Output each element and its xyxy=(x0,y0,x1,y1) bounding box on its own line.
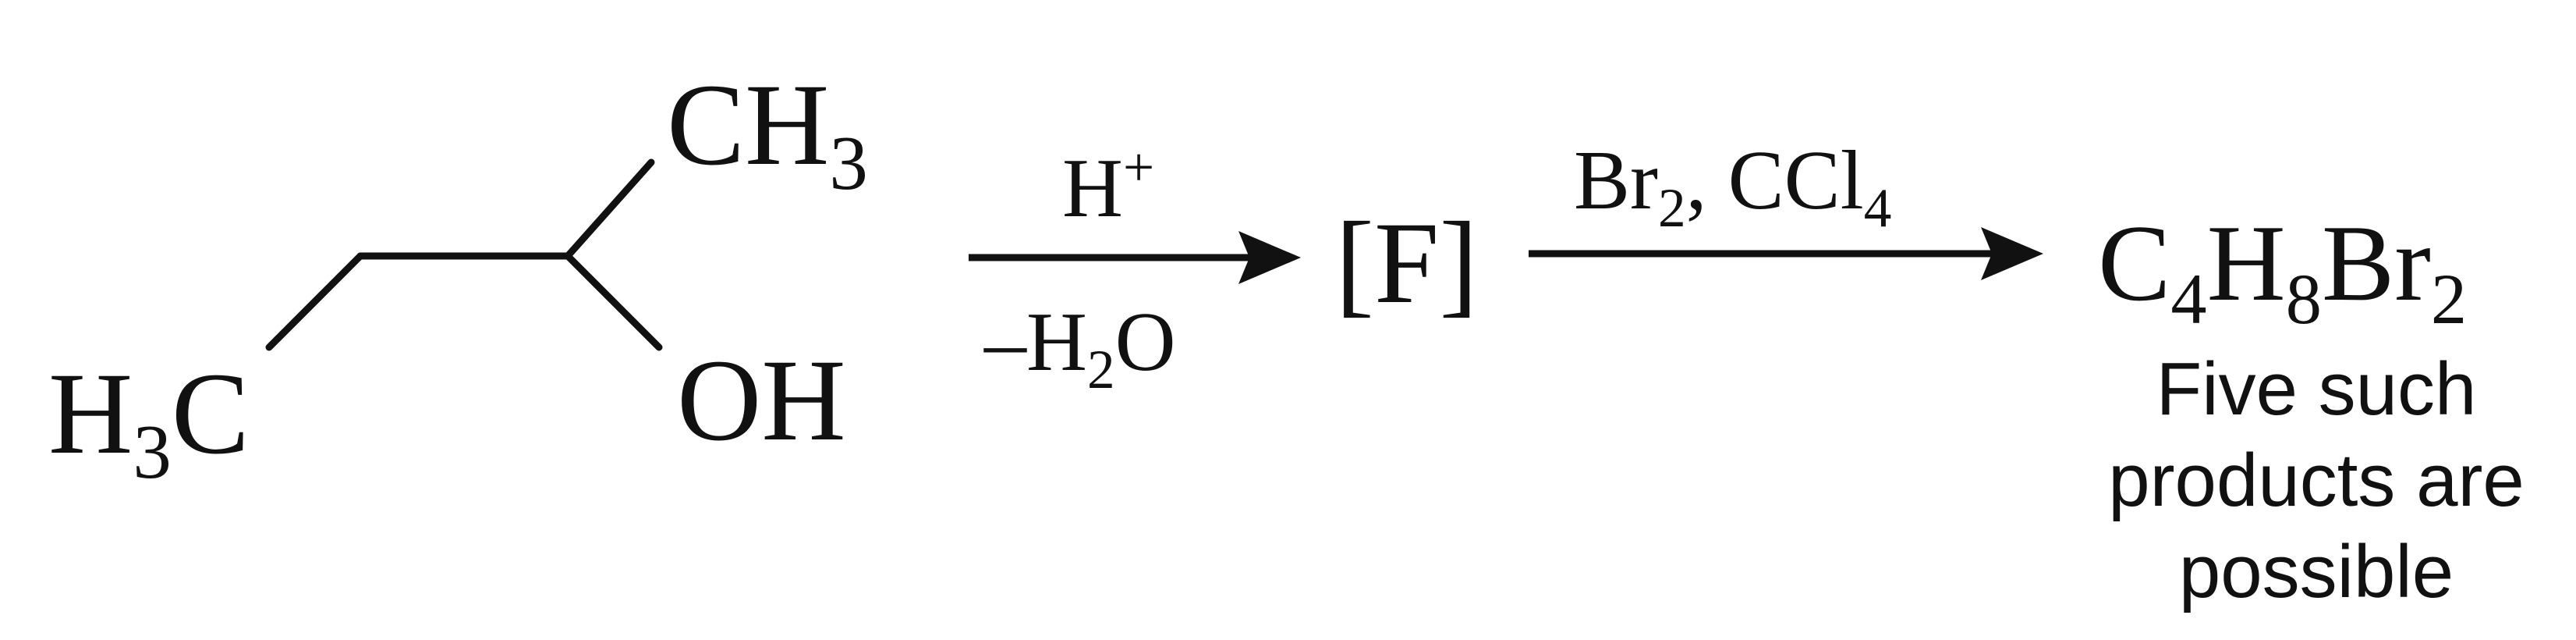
bromination-reagents: Br2, CCl4 xyxy=(1574,134,1892,239)
intermediate-label: [F] xyxy=(1335,198,1479,328)
hydroxyl-label: OH xyxy=(677,336,846,465)
bond-c1-c2 xyxy=(265,252,364,351)
note-line: Five such xyxy=(2156,347,2477,431)
methyl-label-top: CH3 xyxy=(667,60,868,206)
arrow-1-head xyxy=(1238,231,1301,284)
note-line: possible xyxy=(2178,530,2454,613)
note-line: products are xyxy=(2108,439,2525,522)
reaction-arrow-2 xyxy=(1529,227,2043,280)
product-formula: C4H8Br2 xyxy=(2098,203,2468,339)
reaction-arrow-1 xyxy=(969,231,1301,284)
bond-c3-c4 xyxy=(564,158,655,260)
bond-c3-o xyxy=(564,252,663,351)
acid-catalyst: H+ xyxy=(1062,136,1155,235)
arrow-2-head xyxy=(1981,227,2043,280)
dehydration-condition: –H2O xyxy=(984,296,1176,400)
methyl-label-left: H3C xyxy=(48,349,250,495)
